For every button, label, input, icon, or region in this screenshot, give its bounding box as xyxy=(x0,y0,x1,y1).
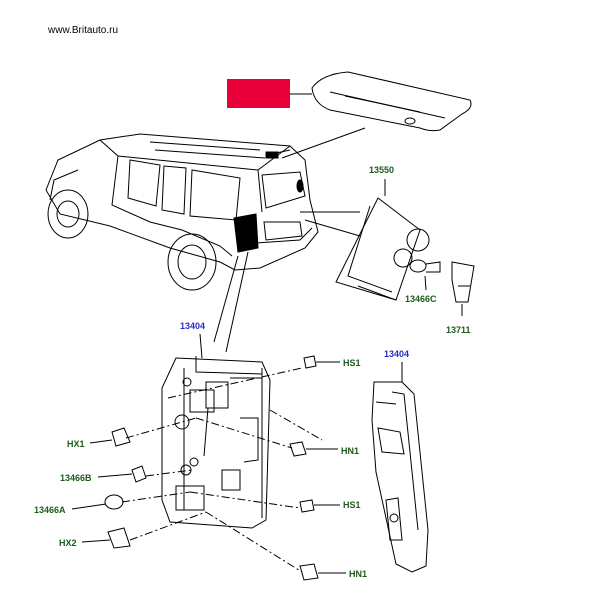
vehicle-tail-lamp xyxy=(233,213,259,253)
label-hs1-bottom: HS1 xyxy=(343,500,361,510)
rear-lamp-housing[interactable] xyxy=(335,197,430,301)
highlight-marker[interactable] xyxy=(227,79,290,108)
label-hn1-bottom: HN1 xyxy=(349,569,368,579)
site-watermark: www.Britauto.ru xyxy=(48,25,119,36)
nut-hn1-bottom[interactable] xyxy=(299,563,346,581)
tail-lamp-rear-view[interactable] xyxy=(161,356,271,529)
bulb-13466c[interactable] xyxy=(409,259,441,291)
label-hx2: HX2 xyxy=(59,538,77,548)
tail-lamp-side-view[interactable] xyxy=(371,381,429,573)
bulb-13466b[interactable] xyxy=(97,465,147,483)
label-13404-left: 13404 xyxy=(180,321,206,331)
socket-13711[interactable] xyxy=(451,261,475,316)
screw-hs1-bottom[interactable] xyxy=(299,499,340,513)
bulb-hx2[interactable] xyxy=(81,527,131,549)
label-13466a: 13466A xyxy=(34,505,66,515)
label-13404-right: 13404 xyxy=(384,349,410,359)
screw-hs1-top[interactable] xyxy=(303,355,340,369)
nut-hn1-top[interactable] xyxy=(289,441,338,457)
bulb-hx1[interactable] xyxy=(89,427,131,447)
vehicle-outline xyxy=(45,133,319,291)
label-13466b: 13466B xyxy=(60,473,92,483)
label-hs1-top: HS1 xyxy=(343,358,361,368)
bulb-13466a[interactable] xyxy=(71,494,124,510)
label-hx1: HX1 xyxy=(67,439,85,449)
alignment-lines xyxy=(121,367,323,573)
label-hn1-top: HN1 xyxy=(341,446,360,456)
label-13711: 13711 xyxy=(446,325,471,335)
high-mount-stop-lamp[interactable] xyxy=(311,71,472,132)
label-13550: 13550 xyxy=(369,165,395,175)
label-13466c: 13466C xyxy=(405,294,437,304)
